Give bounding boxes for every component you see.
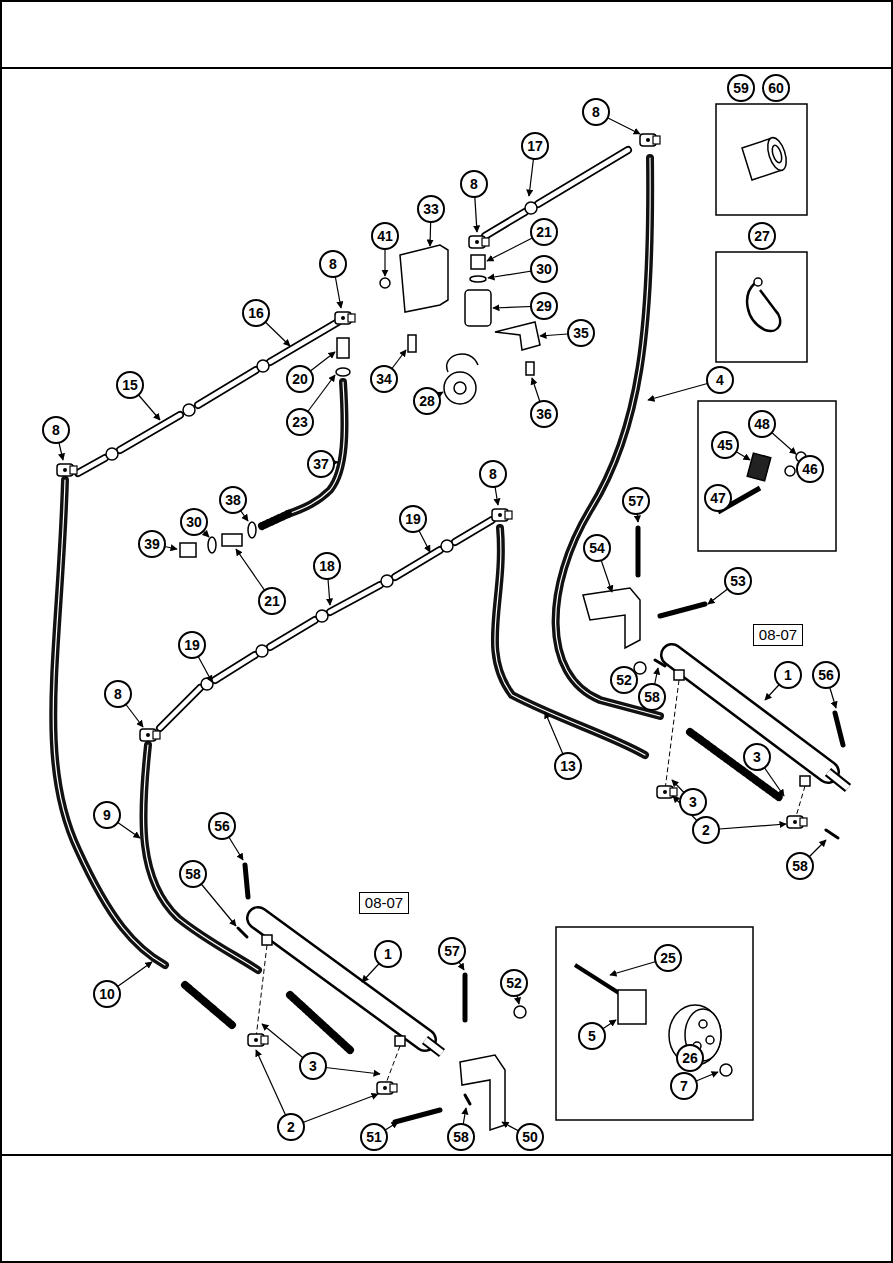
callout-number: 53 (724, 567, 752, 595)
callout-number: 21 (530, 218, 558, 246)
small-parts (180, 245, 646, 1130)
callout-number: 46 (796, 455, 824, 483)
callout-number: 57 (438, 937, 466, 965)
hoses (53, 158, 780, 1050)
callout-number: 4 (706, 366, 734, 394)
reference-box: 08-07 (753, 624, 803, 646)
callout-number: 8 (479, 460, 507, 488)
callout-number: 13 (554, 752, 582, 780)
hydraulic-cylinders (256, 655, 848, 1086)
callout-number: 3 (299, 1052, 327, 1080)
callout-number: 54 (583, 534, 611, 562)
callout-number: 10 (93, 980, 121, 1008)
callout-number: 3 (743, 743, 771, 771)
callout-number: 26 (676, 1044, 704, 1072)
callout-number: 17 (521, 132, 549, 160)
callout-number: 36 (530, 400, 558, 428)
footer-rule (1, 1154, 892, 1156)
leader-lines (56, 112, 836, 1137)
callout-number: 8 (42, 416, 70, 444)
callout-number: 19 (399, 505, 427, 533)
callout-number: 25 (654, 944, 682, 972)
inset-parts (575, 135, 806, 1076)
callout-number: 45 (711, 431, 739, 459)
callout-number: 35 (567, 319, 595, 347)
callout-number: 57 (622, 487, 650, 515)
callout-number: 51 (360, 1123, 388, 1151)
callout-number: 30 (530, 255, 558, 283)
callout-number: 58 (447, 1123, 475, 1151)
callout-number: 21 (258, 587, 286, 615)
callout-number: 27 (748, 222, 776, 250)
callout-number: 38 (219, 486, 247, 514)
callout-number: 7 (670, 1072, 698, 1100)
callout-number: 1 (774, 661, 802, 689)
callout-number: 59 (727, 74, 755, 102)
callout-number: 52 (500, 969, 528, 997)
callout-number: 8 (319, 250, 347, 278)
callout-number: 48 (748, 410, 776, 438)
inset-boxes (556, 104, 836, 1120)
callout-number: 15 (116, 371, 144, 399)
callout-number: 56 (812, 661, 840, 689)
callout-number: 9 (93, 801, 121, 829)
callout-number: 58 (638, 683, 666, 711)
callout-number: 5 (578, 1022, 606, 1050)
callout-number: 58 (786, 852, 814, 880)
header-rule (1, 67, 892, 69)
bolts-pins (238, 528, 843, 1122)
callout-number: 58 (179, 860, 207, 888)
fittings (57, 134, 807, 1094)
callout-number: 18 (313, 552, 341, 580)
callout-number: 56 (208, 812, 236, 840)
callout-number: 3 (679, 788, 707, 816)
callout-number: 39 (138, 530, 166, 558)
callout-number: 8 (460, 170, 488, 198)
reference-box: 08-07 (359, 892, 409, 914)
callout-number: 19 (178, 631, 206, 659)
callout-number: 47 (704, 484, 732, 512)
callout-number: 16 (242, 299, 270, 327)
callout-number: 20 (286, 365, 314, 393)
callout-number: 30 (180, 508, 208, 536)
callout-number: 2 (277, 1113, 305, 1141)
callout-number: 41 (371, 222, 399, 250)
callout-number: 8 (104, 680, 132, 708)
callout-number: 23 (286, 408, 314, 436)
callout-number: 8 (582, 98, 610, 126)
callout-number: 33 (417, 195, 445, 223)
callout-number: 37 (307, 450, 335, 478)
callout-number: 28 (413, 387, 441, 415)
callout-number: 52 (610, 666, 638, 694)
callout-number: 60 (762, 74, 790, 102)
steel-tubes (78, 150, 628, 728)
callout-number: 50 (516, 1123, 544, 1151)
callout-number: 29 (530, 292, 558, 320)
callout-number: 2 (692, 816, 720, 844)
callout-number: 34 (370, 365, 398, 393)
callout-number: 1 (374, 940, 402, 968)
